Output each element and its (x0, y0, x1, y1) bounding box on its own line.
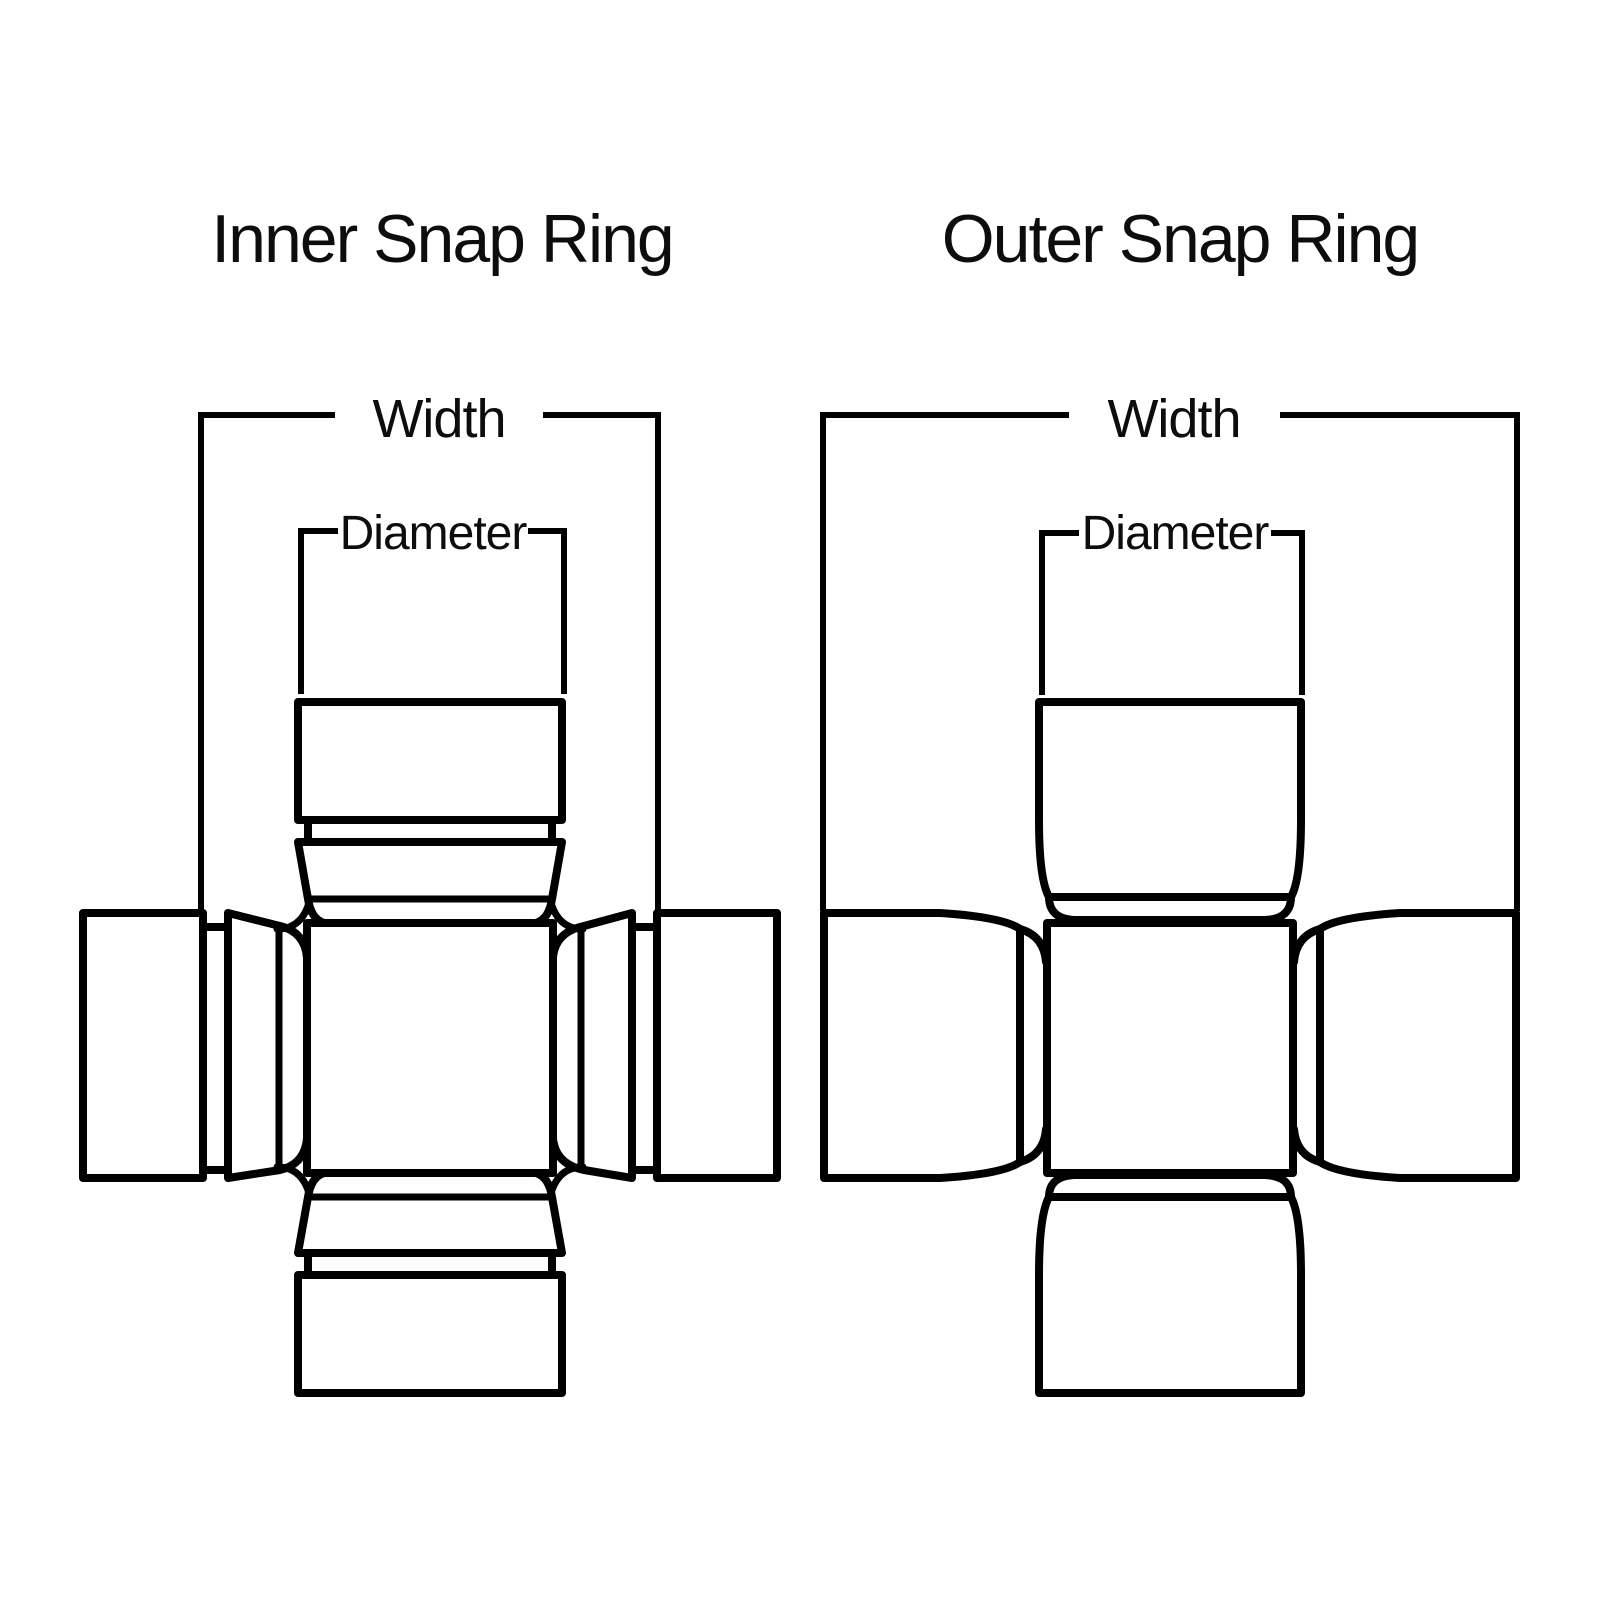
bearing-cap-left (820, 909, 1024, 1182)
outer-figure-title: Outer Snap Ring (942, 201, 1419, 277)
inner-width-dimension: Width (198, 389, 661, 911)
outer-snap-ring-figure: Outer Snap Ring Width Diameter (820, 201, 1520, 1397)
outer-diameter-dimension: Diameter (1039, 507, 1305, 695)
trunnion-left (224, 909, 311, 1182)
diameter-dimension-label: Diameter (1082, 507, 1270, 560)
bearing-cap-right (1316, 909, 1520, 1182)
trunnion-bottom (294, 1169, 566, 1257)
diameter-dimension-label: Diameter (340, 507, 528, 560)
snap-ring-groove-right (628, 923, 661, 1174)
body-corner-fillets (273, 895, 587, 1201)
inner-u-joint-cross-drawing (79, 698, 781, 1397)
outer-width-dimension: Width (820, 389, 1520, 911)
cross-body (1043, 919, 1297, 1177)
inner-diameter-dimension: Diameter (298, 507, 567, 694)
trunnion-top (294, 838, 566, 927)
bearing-cap-top (1035, 698, 1305, 901)
inner-figure-title: Inner Snap Ring (211, 201, 672, 277)
width-dimension-label: Width (1107, 389, 1240, 449)
width-dimension-lines (198, 412, 661, 911)
trunnion-right (549, 909, 636, 1182)
inner-snap-ring-figure: Inner Snap Ring Width Diameter (79, 201, 781, 1397)
bearing-cap-bottom (1035, 1193, 1305, 1397)
bearing-cap-left (79, 909, 207, 1182)
outer-u-joint-cross-drawing (820, 698, 1520, 1397)
snap-ring-groove-left (199, 923, 232, 1174)
bearing-cap-bottom (294, 1271, 566, 1397)
diameter-dimension-lines (1039, 530, 1305, 695)
width-dimension-label: Width (372, 389, 505, 449)
width-dimension-lines (820, 412, 1520, 911)
bearing-cap-right (653, 909, 781, 1182)
diameter-dimension-lines (298, 528, 567, 694)
cross-body (303, 919, 557, 1177)
bearing-cap-top (294, 698, 566, 824)
